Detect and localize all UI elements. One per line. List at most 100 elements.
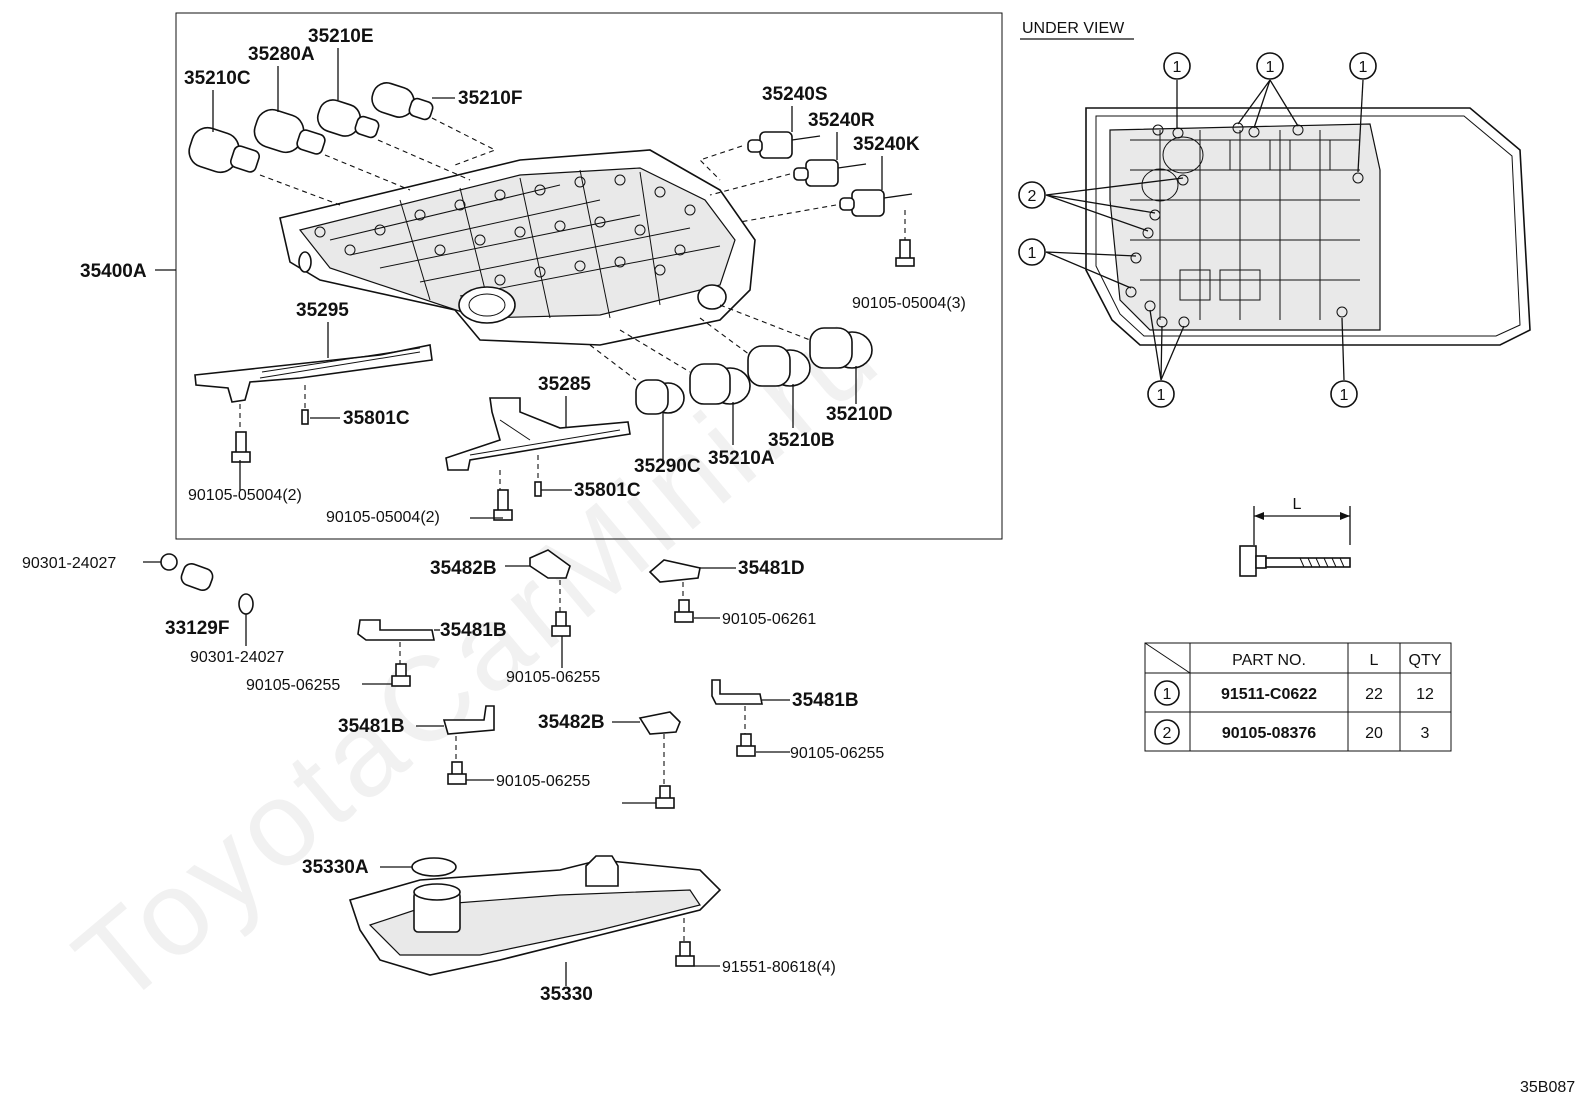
parts-table: PART NO. L QTY 1 91511-C0622 22 12 2 901…	[1144, 642, 1452, 752]
label-90105-05004-2b: 90105-05004(2)	[326, 509, 440, 526]
table-cell-qty: 12	[1416, 686, 1434, 703]
callout-1-top-left: 1	[1163, 52, 1191, 80]
under-view-callout-leaders	[1045, 79, 1364, 381]
sleeve-33129F	[180, 562, 214, 592]
assembly-dashed-lines	[239, 117, 906, 490]
oring-90301-24027-b	[238, 593, 254, 646]
label-90105-06255-b: 90105-06255	[246, 677, 340, 694]
label-90105-05004-3: 90105-05004(3)	[852, 295, 966, 312]
solenoid-35210E	[316, 99, 380, 139]
label-90105-06255-a: 90105-06255	[506, 669, 600, 686]
label-35801C-b: 35801C	[574, 480, 641, 501]
solenoid-35240R	[793, 159, 867, 187]
under-view-drawing	[1085, 107, 1531, 346]
label-35210A: 35210A	[708, 448, 775, 469]
label-90105-06261: 90105-06261	[722, 611, 816, 628]
callout-1-top-center: 1	[1256, 52, 1284, 80]
label-33129F: 33129F	[165, 618, 229, 639]
bolt-91551-80618-4	[675, 918, 720, 967]
svg-text:1: 1	[1359, 59, 1368, 76]
solenoid-35210C	[188, 126, 261, 174]
solenoid-35210D	[809, 327, 873, 369]
callout-1-bottom-left: 1	[1147, 380, 1175, 408]
label-35210B: 35210B	[768, 430, 835, 451]
label-90105-06255-c: 90105-06255	[790, 745, 884, 762]
bracket-35481B-a	[357, 619, 440, 687]
table-row: 2 90105-08376 20 3	[1154, 719, 1430, 745]
bolt-90105-05004-2b	[493, 489, 513, 521]
solenoid-35210A	[689, 363, 751, 405]
under-view-title: UNDER VIEW	[1022, 20, 1125, 37]
label-35240K: 35240K	[853, 134, 920, 155]
bracket-35481B-c	[711, 679, 790, 757]
callout-2-left: 2	[1018, 181, 1046, 209]
callout-circles: 1 1 1 2 1 1 1	[1018, 52, 1377, 408]
plate-35285	[445, 397, 631, 471]
svg-text:1: 1	[1173, 59, 1182, 76]
pin-35801C-a	[301, 409, 309, 425]
label-35295: 35295	[296, 300, 349, 321]
table-header-part-no: PART NO.	[1232, 652, 1306, 669]
solenoid-35290C	[635, 379, 685, 415]
label-90301-24027-a: 90301-24027	[22, 555, 116, 572]
callout-1-left: 1	[1018, 238, 1046, 266]
valve-body-drawing	[279, 149, 756, 346]
bracket-35482B-a	[505, 549, 571, 668]
solenoid-35240S	[747, 131, 821, 159]
svg-text:2: 2	[1028, 188, 1037, 205]
svg-text:1: 1	[1028, 245, 1037, 262]
table-cell-qty: 3	[1421, 725, 1430, 742]
callout-1-top-right: 1	[1349, 52, 1377, 80]
table-cell-part-no: 90105-08376	[1222, 725, 1316, 742]
table-header-l: L	[1370, 652, 1379, 669]
svg-text:1: 1	[1157, 387, 1166, 404]
label-35210C: 35210C	[184, 68, 251, 89]
table-header-qty: QTY	[1409, 652, 1442, 669]
callout-1-bottom-right: 1	[1330, 380, 1358, 408]
label-35482B-a: 35482B	[430, 558, 497, 579]
solenoid-35210B	[747, 345, 811, 387]
bracket-35482B-b	[612, 711, 681, 809]
part-labels: 35210C 35280A 35210E 35210F 35240S 35240…	[22, 26, 966, 1005]
label-90105-06255-d: 90105-06255	[496, 773, 590, 790]
table-row: 1 91511-C0622 22 12	[1154, 680, 1434, 706]
label-35210D: 35210D	[826, 404, 893, 425]
label-91551-80618-4: 91551-80618(4)	[722, 959, 836, 976]
label-35801C-a: 35801C	[343, 408, 410, 429]
bracket-35481B-b	[416, 705, 495, 785]
label-35240S: 35240S	[762, 84, 828, 105]
label-35481B-a: 35481B	[440, 620, 507, 641]
label-35481B-c: 35481B	[792, 690, 859, 711]
pin-35801C-b	[534, 481, 542, 497]
label-90301-24027-b: 90301-24027	[190, 649, 284, 666]
label-35482B-b: 35482B	[538, 712, 605, 733]
table-cell-l: 22	[1365, 686, 1383, 703]
plate-35295	[194, 344, 433, 403]
strainer-35330	[348, 855, 722, 986]
solenoid-35280A	[253, 108, 326, 155]
label-35330: 35330	[540, 984, 593, 1005]
solenoid-35210F	[371, 82, 434, 121]
bolt-90105-05004-3	[895, 239, 915, 267]
diagram-code: 35B087	[1520, 1079, 1575, 1096]
label-35290C: 35290C	[634, 456, 701, 477]
label-35285: 35285	[538, 374, 591, 395]
bracket-35481D	[648, 559, 736, 623]
leader-lines	[155, 48, 883, 519]
label-35280A: 35280A	[248, 44, 315, 65]
label-35400A: 35400A	[80, 261, 147, 282]
svg-text:1: 1	[1340, 387, 1349, 404]
label-35330A: 35330A	[302, 857, 369, 878]
solenoid-35240K	[839, 189, 913, 217]
label-35240R: 35240R	[808, 110, 875, 131]
oring-90301-24027-a	[143, 553, 178, 571]
label-90105-05004-2a: 90105-05004(2)	[188, 487, 302, 504]
valve-body-frame	[175, 12, 1003, 540]
length-label: L	[1293, 496, 1302, 513]
bolt-length-figure: L	[1239, 496, 1351, 577]
label-35210E: 35210E	[308, 26, 374, 47]
table-cell-part-no: 91511-C0622	[1221, 686, 1317, 703]
label-35481B-b: 35481B	[338, 716, 405, 737]
label-35210F: 35210F	[458, 88, 522, 109]
